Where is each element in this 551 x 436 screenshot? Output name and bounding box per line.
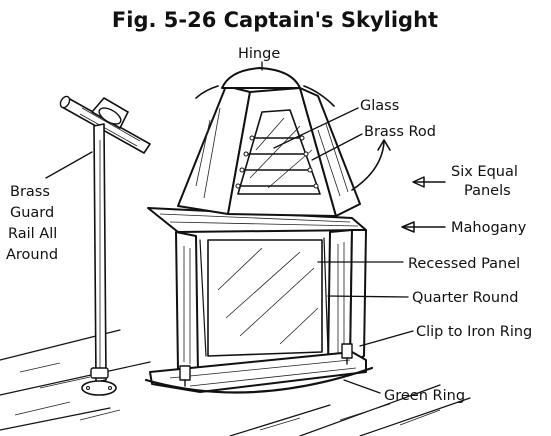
label-clip-to-iron-ring: Clip to Iron Ring bbox=[416, 324, 532, 340]
label-brass-guard-rail-line1: Brass bbox=[10, 184, 50, 200]
iron-ring-clips bbox=[179, 343, 353, 387]
label-six-equal-panels-line1: Six Equal bbox=[451, 164, 518, 180]
green-ring bbox=[144, 366, 374, 394]
label-hinge: Hinge bbox=[238, 46, 280, 62]
figure-title: Fig. 5-26 Captain's Skylight bbox=[112, 8, 438, 32]
label-brass-guard-rail-line2: Guard bbox=[10, 205, 54, 221]
label-green-ring: Green Ring bbox=[384, 388, 465, 404]
leader-lines bbox=[45, 61, 446, 394]
label-mahogany: Mahogany bbox=[451, 220, 527, 236]
hinge-cap bbox=[195, 67, 335, 107]
label-brass-guard-rail-line4: Around bbox=[6, 247, 58, 263]
deck-planks bbox=[0, 329, 471, 436]
skylight-pyramid bbox=[177, 85, 361, 217]
label-brass-rod: Brass Rod bbox=[364, 124, 436, 140]
label-quarter-round: Quarter Round bbox=[412, 290, 519, 306]
label-recessed-panel: Recessed Panel bbox=[408, 256, 520, 272]
skylight-base bbox=[147, 207, 367, 393]
label-brass-guard-rail-line3: Rail All bbox=[8, 226, 57, 242]
brass-guard-rail bbox=[59, 95, 151, 396]
label-glass: Glass bbox=[360, 98, 399, 114]
label-six-equal-panels-line2: Panels bbox=[464, 183, 511, 199]
